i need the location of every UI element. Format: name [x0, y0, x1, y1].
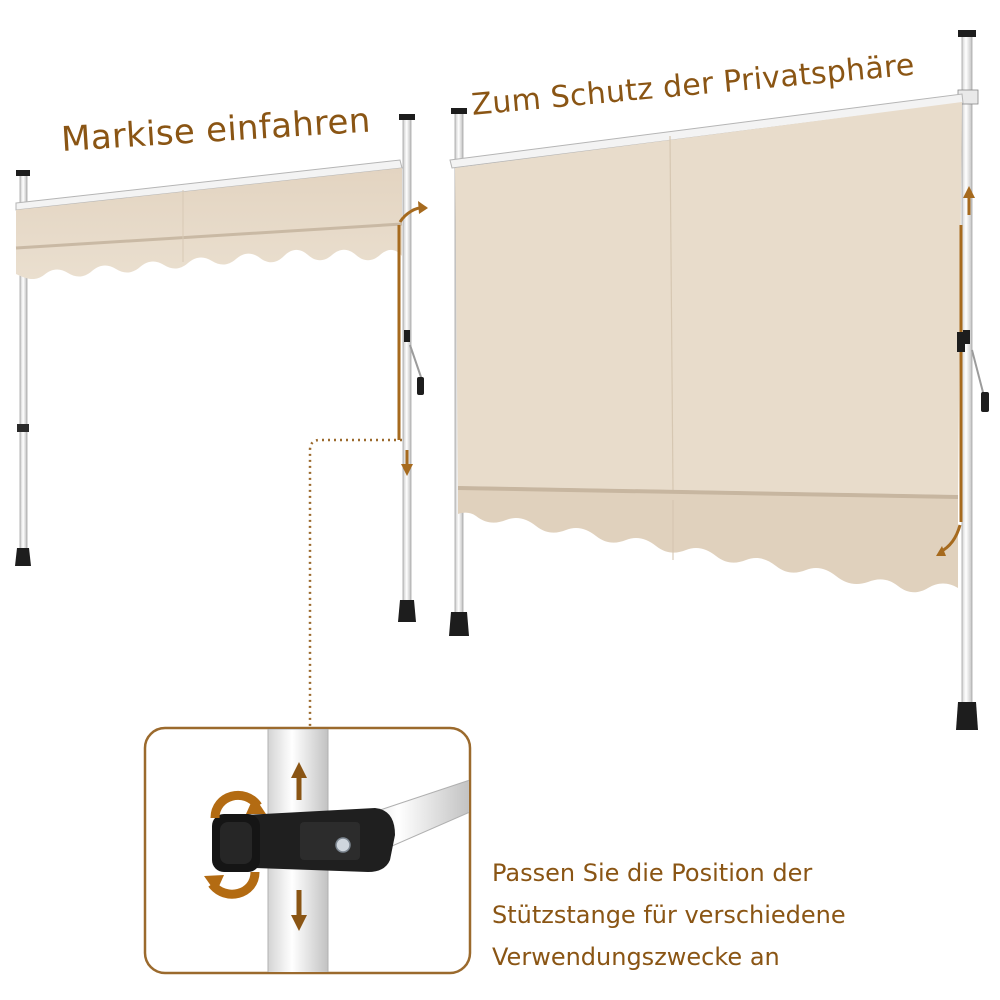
pole-foot	[956, 702, 978, 730]
awning-valance	[458, 486, 958, 593]
pole-top-cap	[958, 30, 976, 37]
pole-top-cap	[16, 170, 30, 176]
right-pole	[402, 117, 412, 619]
crank-handle	[981, 392, 989, 412]
awning-cassette	[449, 93, 964, 169]
extended-awning	[449, 30, 989, 730]
awning-fabric	[16, 168, 402, 280]
crank-holder	[963, 330, 970, 344]
crank-handle	[417, 377, 424, 395]
pole-foot	[449, 612, 469, 636]
description-line: Passen Sie die Position der	[492, 859, 813, 887]
down-arrow-icon	[291, 890, 307, 931]
clamp-screw	[335, 837, 351, 853]
pole-clamp	[17, 424, 29, 432]
pole-foot	[15, 548, 31, 566]
adjustment-description: Passen Sie die Position der Stützstange …	[492, 852, 962, 978]
description-line: Stützstange für verschiedene	[492, 901, 846, 929]
retracted-awning	[15, 114, 428, 728]
crank-holder	[404, 330, 410, 342]
pole-top-cap	[399, 114, 415, 120]
pole-top-cap	[451, 108, 467, 114]
dotted-leader-line	[308, 438, 402, 728]
up-arrow-icon	[291, 762, 307, 800]
description-line: Verwendungszwecke an	[492, 943, 780, 971]
detail-callout	[143, 726, 472, 975]
pole-foot	[398, 600, 416, 622]
arrow-head	[418, 201, 428, 214]
awning-fabric	[455, 102, 962, 495]
right-pole	[961, 35, 973, 723]
